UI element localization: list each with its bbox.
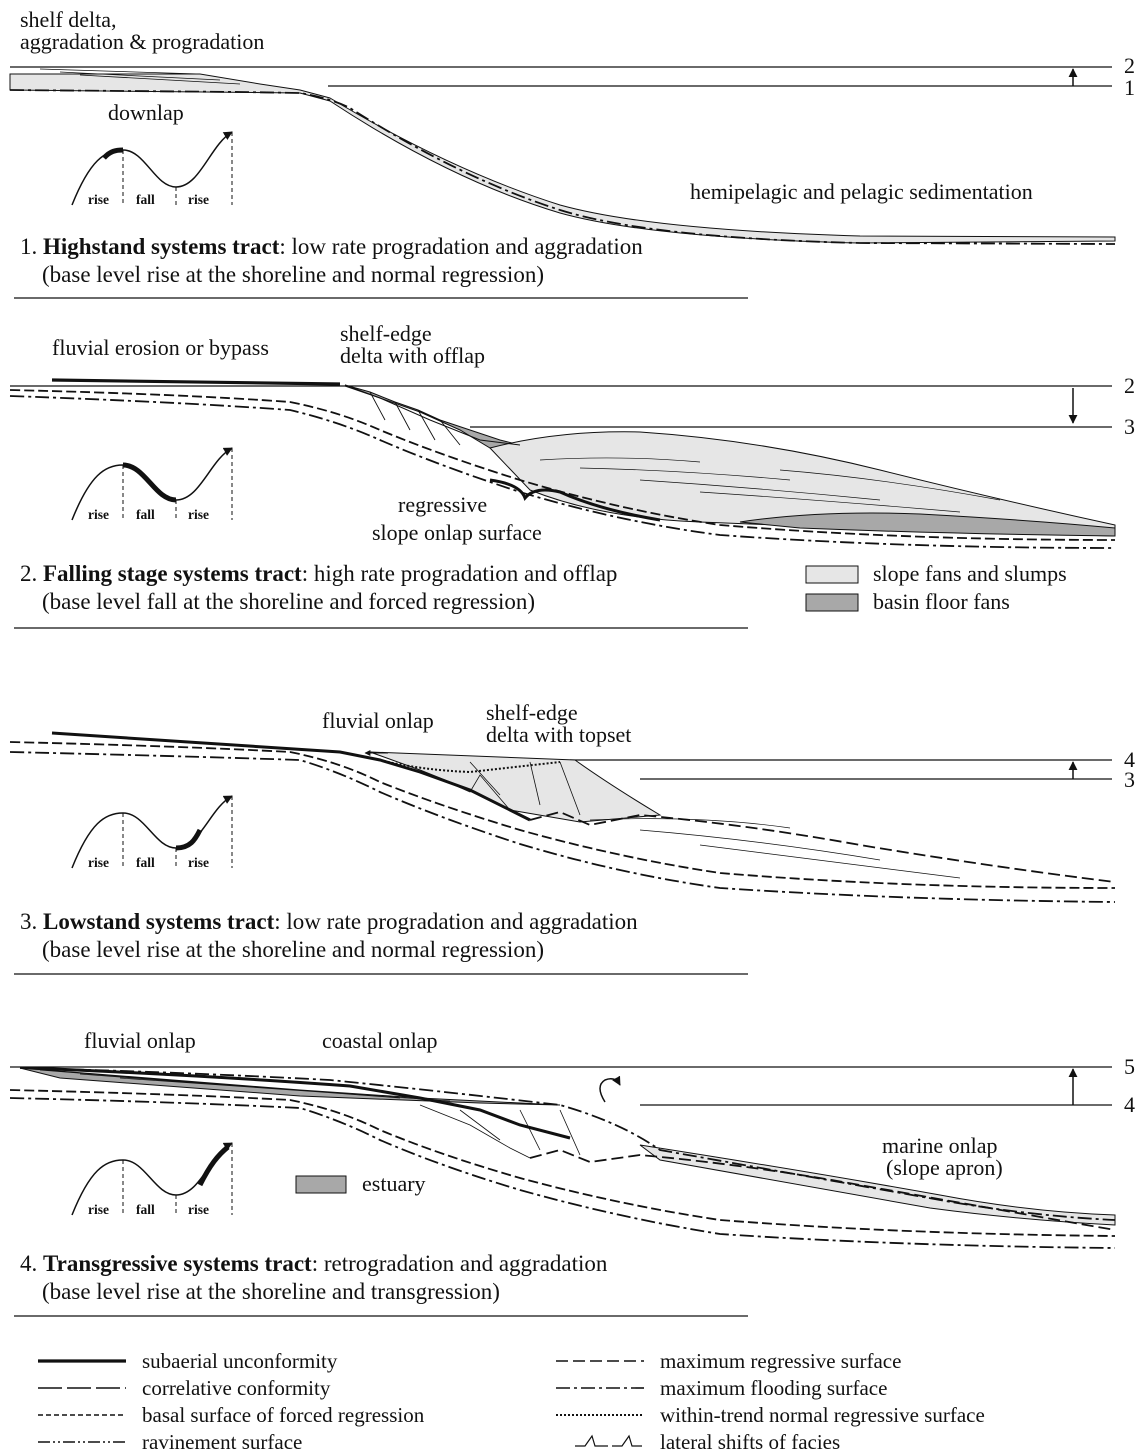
falling-stage-top-surface: [10, 385, 521, 446]
curve-fall-label: fall: [136, 192, 155, 207]
shelf-edge-label: shelf-edge: [486, 700, 578, 725]
subaerial-unconformity-2: [51, 378, 341, 386]
basin-floor-legend-label: basin floor fans: [873, 589, 1010, 614]
maximum-regressive-surface-4: [529, 1149, 1116, 1231]
legend-correlative-label: correlative conformity: [142, 1376, 331, 1400]
curve-fall-label: fall: [136, 1202, 155, 1217]
marine-onlap-label: marine onlap: [882, 1133, 997, 1158]
tract-subtitle-1: (base level rise at the shoreline and no…: [42, 262, 544, 287]
lateral-shifts-swatch: [575, 1434, 642, 1447]
coastal-onlap-label: coastal onlap: [322, 1028, 437, 1053]
level-number-3: 3: [1124, 767, 1135, 792]
sea-level-curve-3: rise fall rise: [71, 795, 233, 870]
curve-rise-label: rise: [88, 855, 109, 870]
slope-fans-legend-label: slope fans and slumps: [873, 561, 1067, 586]
curve-rise-label: rise: [188, 1202, 209, 1217]
regressive-slope-onlap-brace: [489, 478, 661, 522]
surface-legend: subaerial unconformity correlative confo…: [38, 1349, 985, 1454]
delta-topset-label: delta with topset: [486, 722, 631, 747]
shelf-delta-label: shelf delta,: [20, 7, 117, 32]
basal-surface-forced-regression-3: [9, 741, 1116, 889]
basin-floor-fans-body: [739, 512, 1116, 537]
panel-3-lowstand: fluvial onlap shelf-edge delta with tops…: [9, 700, 1135, 975]
maximum-regressive-surface-3: [529, 811, 1116, 883]
slope-apron: [639, 1144, 1116, 1226]
lowstand-slope-laminae: [589, 818, 961, 879]
curve-rise-label: rise: [88, 192, 109, 207]
curve-fall-label: fall: [136, 855, 155, 870]
downlap-label: downlap: [108, 100, 184, 125]
transgression-rotation-arrow: [599, 1075, 621, 1103]
level-number-2: 2: [1124, 373, 1135, 398]
tract-subtitle-2: (base level fall at the shoreline and fo…: [42, 589, 535, 614]
subaerial-unconformity-3: [51, 731, 531, 822]
clinoforms-1: [39, 68, 241, 85]
maximum-flooding-surface-2: [9, 395, 1116, 549]
level-number-3: 3: [1124, 414, 1135, 439]
transgressive-clinoforms: [419, 1104, 581, 1159]
subaerial-unconformity-4: [29, 1066, 571, 1140]
tract-heading-3: 3. Lowstand systems tract: low rate prog…: [20, 909, 638, 934]
slope-fans-body: [489, 431, 1116, 537]
fluvial-erosion-label: fluvial erosion or bypass: [52, 335, 269, 360]
curve-rise-label: rise: [188, 192, 209, 207]
curve-rise-label: rise: [188, 855, 209, 870]
level-number-4: 4: [1124, 747, 1135, 772]
estuary-legend-swatch: [295, 1175, 347, 1194]
tract-subtitle-4: (base level rise at the shoreline and tr…: [42, 1279, 500, 1304]
legend-max-flooding-label: maximum flooding surface: [660, 1376, 887, 1400]
panel-2-falling-stage: fluvial erosion or bypass shelf-edge del…: [9, 321, 1135, 629]
tract-heading-2: 2. Falling stage systems tract: high rat…: [20, 561, 617, 586]
tract-heading-1: 1. Highstand systems tract: low rate pro…: [20, 234, 643, 259]
delta-offlap-label: delta with offlap: [340, 343, 485, 368]
legend-max-regressive-label: maximum regressive surface: [660, 1349, 901, 1373]
estuary-fill: [19, 1067, 561, 1106]
level-number-5: 5: [1124, 1054, 1135, 1079]
legend-lateral-shifts-label: lateral shifts of facies: [660, 1430, 840, 1454]
level-number-1: 1: [1124, 75, 1135, 100]
basin-floor-legend-swatch: [805, 593, 859, 612]
fluvial-onlap-label: fluvial onlap: [84, 1028, 196, 1053]
maximum-flooding-surface-4b: [9, 1097, 1116, 1249]
legend-ravinement-label: ravinement surface: [142, 1430, 302, 1454]
slope-fans-legend-swatch: [805, 565, 859, 584]
level-number-2: 2: [1124, 53, 1135, 78]
hemipelagic-label: hemipelagic and pelagic sedimentation: [690, 179, 1033, 204]
retrogradational-laminae: [39, 1069, 451, 1102]
panel-1-highstand: shelf delta, aggradation & progradation …: [9, 7, 1135, 299]
curve-rise-label: rise: [188, 507, 209, 522]
legend-subaerial-label: subaerial unconformity: [142, 1349, 338, 1373]
curve-rise-label: rise: [88, 1202, 109, 1217]
curve-fall-label: fall: [136, 507, 155, 522]
shelf-edge-label: shelf-edge: [340, 321, 432, 346]
delta-clinoforms: [419, 761, 581, 816]
basal-surface-forced-regression-2: [9, 389, 1116, 541]
sea-level-curve-2: rise fall rise: [71, 447, 233, 522]
maximum-flooding-surface-1: [9, 89, 1116, 245]
regressive-label: regressive: [398, 492, 487, 517]
sea-level-curve-4: rise fall rise: [71, 1142, 233, 1217]
legend-within-trend-label: within-trend normal regressive surface: [660, 1403, 985, 1427]
slope-onlap-surface-label: slope onlap surface: [372, 520, 542, 545]
slope-apron-label: (slope apron): [886, 1155, 1003, 1180]
fluvial-onlap-label: fluvial onlap: [322, 708, 434, 733]
panel-4-transgressive: fluvial onlap coastal onlap 5 4 marine o…: [9, 1028, 1135, 1317]
estuary-legend-label: estuary: [362, 1171, 426, 1196]
tract-heading-4: 4. Transgressive systems tract: retrogra…: [20, 1251, 608, 1276]
lowstand-delta-body: [369, 751, 662, 823]
maximum-flooding-surface-3: [9, 751, 1116, 903]
basal-surface-forced-regression-4: [9, 1089, 1116, 1237]
curve-rise-label: rise: [88, 507, 109, 522]
slope-fan-laminae: [539, 457, 1001, 513]
level-number-4: 4: [1124, 1092, 1135, 1117]
legend-basal-label: basal surface of forced regression: [142, 1403, 425, 1427]
aggradation-progradation-label: aggradation & progradation: [20, 29, 264, 54]
sea-level-curve-1: rise fall rise: [71, 131, 233, 207]
offlap-clinoforms: [369, 391, 461, 446]
tract-subtitle-3: (base level rise at the shoreline and no…: [42, 937, 544, 962]
